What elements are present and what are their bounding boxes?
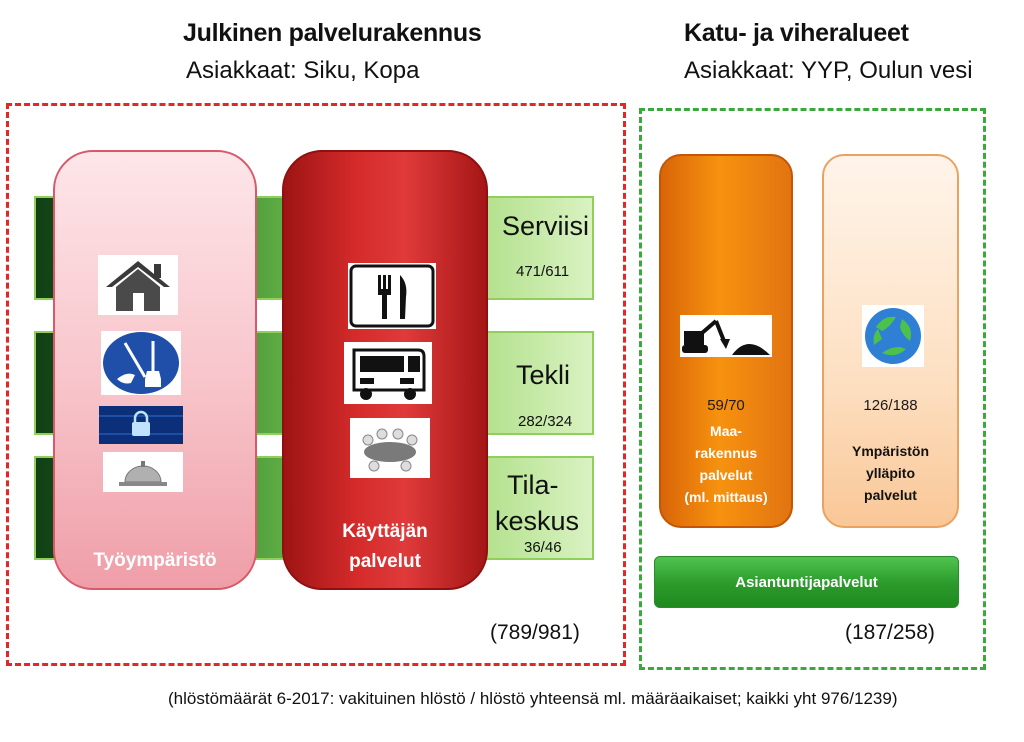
ymparisto-label-line: Ympäristön [851,443,929,459]
left-section-subtitle: Asiakkaat: Siku, Kopa [186,57,420,84]
band-label-tilakeskus-line1: Tila- [507,470,559,500]
band-count-serviisi: 471/611 [516,263,570,280]
recycle-icon [862,305,924,367]
maarakennus-label-line: rakennus [694,445,758,461]
pillar-kayttajan-label-line2: palvelut [349,551,421,572]
maarakennus-label: Maa- rakennus palvelut (ml. mittaus) [659,420,793,508]
footnote: (hlöstömäärät 6-2017: vakituinen hlöstö … [168,689,898,708]
bus-icon [344,342,432,404]
ymparisto-label: Ympäristön ylläpito palvelut [822,440,959,506]
ymparisto-count: 126/188 [863,397,918,414]
left-section-frame [6,103,626,666]
maarakennus-label-line: (ml. mittaus) [684,489,768,505]
left-section-title: Julkinen palvelurakennus [183,19,482,47]
maarakennus-label-line: Maa- [710,423,742,439]
lock-icon [99,406,183,444]
pillar-kayttajan-label-line1: Käyttäjän [342,521,428,542]
excavator-icon [680,315,772,357]
band-count-tekli: 282/324 [518,413,573,430]
maarakennus-count: 59/70 [707,397,745,414]
cleaning-icon [101,331,181,395]
band-label-tilakeskus-line2: keskus [495,506,580,536]
expert-services-label: Asiantuntijapalvelut [735,573,878,591]
ymparisto-label-line: ylläpito [865,465,915,481]
cutlery-icon [348,263,436,329]
band-label-tekli: Tekli [516,360,571,390]
right-section-total: (187/258) [845,621,935,644]
right-section-subtitle: Asiakkaat: YYP, Oulun vesi [684,57,973,84]
band-label-serviisi: Serviisi [502,211,590,241]
meeting-icon [350,418,430,478]
expert-services-bar: Asiantuntijapalvelut [654,556,959,608]
band-count-tilakeskus: 36/46 [524,539,562,556]
service-bell-icon [103,452,183,492]
maarakennus-label-line: palvelut [699,467,753,483]
left-section-total: (789/981) [490,621,580,644]
pillar-tyoymparisto-label: Työympäristö [93,550,217,571]
right-section-frame [639,108,986,670]
house-icon [98,255,178,315]
ymparisto-label-line: palvelut [864,487,917,503]
right-section-title: Katu- ja viheralueet [684,19,909,47]
